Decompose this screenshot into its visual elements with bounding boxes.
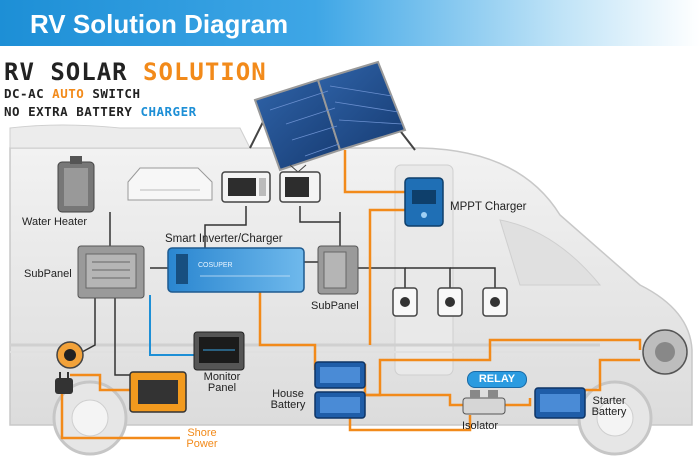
label-starter-battery: Starter Battery: [586, 396, 632, 418]
outlet-2: [437, 287, 463, 317]
headline-line2: DC-AC AUTO SWITCH: [4, 86, 140, 101]
headline-switch: SWITCH: [92, 86, 141, 101]
water-heater: [57, 156, 95, 213]
headline-line1: RV SOLAR SOLUTION: [4, 58, 267, 86]
headline-auto: AUTO: [52, 86, 85, 101]
label-inverter: Smart Inverter/Charger: [165, 233, 283, 245]
roof-ac-unit: [127, 167, 213, 201]
generator: [129, 371, 187, 413]
banner-title: RV Solution Diagram: [30, 9, 289, 39]
label-monitor-line2: Panel: [207, 382, 237, 394]
label-subpanel-right: SubPanel: [311, 300, 359, 312]
shore-plug-icon: [55, 372, 73, 394]
monitor-cable: [149, 295, 194, 356]
label-subpanel-left: SubPanel: [24, 268, 72, 280]
headline-rv-solar: RV SOLAR: [4, 58, 128, 86]
banner: RV Solution Diagram: [0, 0, 700, 46]
shore-inlet: [56, 341, 84, 369]
label-water-heater: Water Heater: [22, 216, 88, 228]
label-shore-power: Shore Power: [180, 428, 224, 450]
ac-wiring: [81, 206, 496, 376]
outlet-1: [392, 287, 418, 317]
label-starter-line2: Battery: [591, 406, 627, 418]
headline-dc-ac: DC-AC: [4, 86, 45, 101]
outlet-3: [482, 287, 508, 317]
isolator: [462, 390, 506, 415]
label-mppt: MPPT Charger: [450, 201, 527, 213]
house-battery-1: [314, 361, 366, 389]
label-monitor-panel: Monitor Panel: [200, 372, 244, 394]
headline-line3: NO EXTRA BATTERY CHARGER: [4, 104, 197, 119]
monitor-panel: [193, 331, 245, 371]
tv: [279, 164, 321, 203]
label-house-line2: Battery: [270, 399, 306, 411]
label-starter-line1: Starter: [592, 395, 626, 407]
headline-solution: SOLUTION: [143, 58, 267, 86]
label-shore-line1: Shore: [187, 427, 217, 439]
label-inverter-brand: COSUPER: [198, 262, 233, 269]
right-subpanel: [317, 245, 359, 295]
label-house-line1: House: [272, 388, 304, 400]
starter-battery: [534, 387, 586, 419]
mppt-charger: [404, 177, 444, 227]
smart-inverter: [167, 247, 305, 293]
house-battery-2: [314, 391, 366, 419]
label-shore-line2: Power: [186, 438, 218, 450]
alternator: [642, 329, 688, 375]
label-house-battery: House Battery: [266, 389, 310, 411]
microwave: [221, 171, 271, 203]
solar-panel: [249, 60, 416, 172]
headline-no-extra-battery: NO EXTRA BATTERY: [4, 104, 133, 119]
label-monitor-line1: Monitor: [203, 371, 241, 383]
label-isolator: Isolator: [462, 420, 499, 432]
headline-charger: CHARGER: [140, 104, 197, 119]
relay-badge: RELAY: [467, 371, 527, 388]
left-subpanel: [77, 245, 145, 299]
